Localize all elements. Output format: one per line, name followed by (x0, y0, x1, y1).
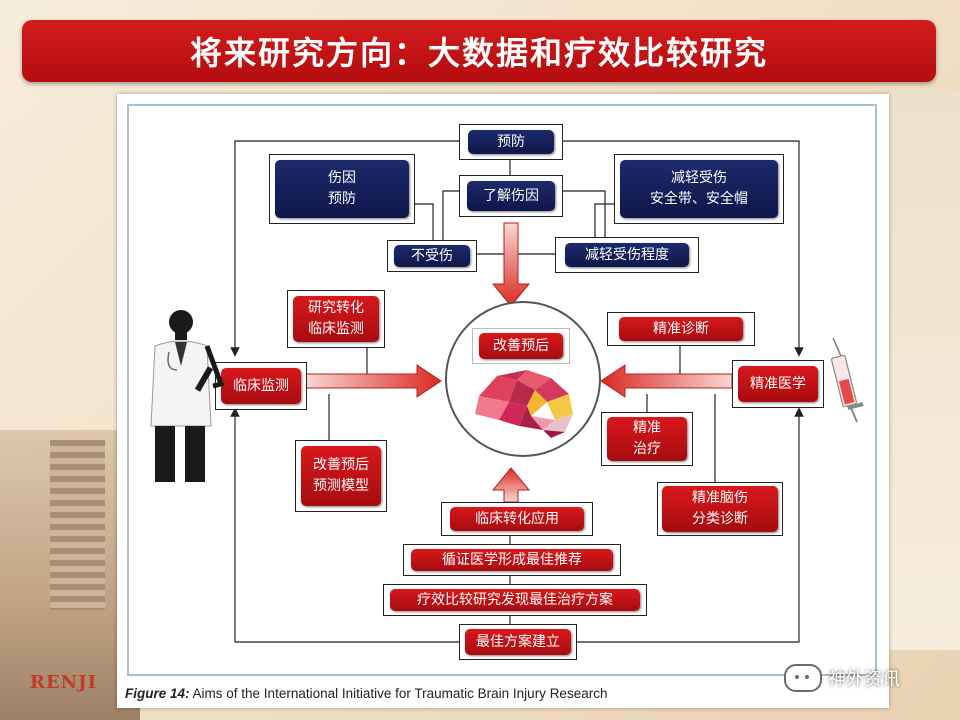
clinical-application-box: 临床转化应用 (441, 502, 593, 536)
doctor-icon (150, 310, 225, 482)
background-right-panel (880, 90, 960, 650)
figure-panel: 预防 伤因 预防 了解伤因 减轻受伤 安全带、安全帽 不受伤 减轻受伤程度 研究… (117, 94, 889, 708)
injury-cause-prevention-box: 伤因 预防 (269, 154, 415, 224)
precision-medicine-label: 精准医学 (738, 366, 818, 402)
figure-frame (127, 104, 877, 676)
prognosis-model-box: 改善预后 预测模型 (295, 440, 387, 512)
clinical-monitoring-box: 临床监测 (215, 362, 307, 410)
comparative-effectiveness-box: 疗效比较研究发现最佳治疗方案 (383, 584, 647, 616)
renji-logo-text: RENJI (30, 672, 98, 693)
improve-outcome-box: 改善预后 (472, 328, 570, 364)
injury-cause-line2: 预防 (328, 191, 356, 207)
evidence-based-label: 循证医学形成最佳推荐 (411, 549, 613, 571)
precision-diagnosis-box: 精准诊断 (607, 312, 755, 346)
prevention-label: 预防 (468, 130, 554, 154)
prognosis-model-line2: 预测模型 (313, 478, 369, 494)
precision-diagnosis-label: 精准诊断 (619, 317, 743, 341)
tbi-classification-box: 精准脑伤 分类诊断 (657, 482, 783, 536)
precision-treatment-label: 精准 治疗 (607, 417, 687, 461)
clinical-application-label: 临床转化应用 (450, 507, 584, 531)
slide-title: 将来研究方向：大数据和疗效比较研究 (189, 34, 768, 72)
research-translation-label: 研究转化 临床监测 (293, 296, 379, 342)
syringe-icon (830, 337, 864, 423)
brain-icon (475, 370, 573, 438)
reduce-severity-box: 减轻受伤程度 (555, 237, 699, 273)
research-translation-line1: 研究转化 (308, 300, 364, 316)
tbi-classification-line2: 分类诊断 (692, 511, 748, 527)
tbi-classification-label: 精准脑伤 分类诊断 (662, 486, 778, 532)
injury-cause-line1: 伤因 (328, 170, 356, 186)
best-plan-box: 最佳方案建立 (459, 624, 577, 660)
comparative-effectiveness-label: 疗效比较研究发现最佳治疗方案 (390, 589, 640, 611)
caption-text: Aims of the International Initiative for… (192, 686, 608, 701)
caption-label: Figure 14: (125, 686, 190, 701)
research-translation-line2: 临床监测 (308, 321, 364, 337)
prevention-box: 预防 (459, 124, 563, 160)
injury-cause-prevention-label: 伤因 预防 (275, 160, 409, 218)
evidence-based-box: 循证医学形成最佳推荐 (403, 544, 621, 576)
not-injured-label: 不受伤 (394, 245, 470, 267)
prognosis-model-line1: 改善预后 (313, 457, 369, 473)
reduce-injury-line2: 安全带、安全帽 (650, 191, 748, 207)
tbi-classification-line1: 精准脑伤 (692, 490, 748, 506)
understand-cause-box: 了解伤因 (459, 175, 563, 217)
best-plan-label: 最佳方案建立 (465, 629, 571, 655)
precision-medicine-box: 精准医学 (732, 360, 824, 408)
wechat-icon (784, 664, 822, 692)
figure-caption: Figure 14: Aims of the International Ini… (125, 686, 607, 701)
prognosis-model-label: 改善预后 预测模型 (301, 446, 381, 506)
background-building (0, 430, 140, 720)
watermark-text: 神外资讯 (828, 669, 900, 690)
reduce-severity-label: 减轻受伤程度 (565, 243, 689, 267)
precision-treatment-line2: 治疗 (633, 441, 661, 457)
research-translation-box: 研究转化 临床监测 (287, 290, 385, 348)
understand-cause-label: 了解伤因 (467, 181, 555, 211)
connector-lines (230, 140, 804, 643)
improve-outcome-label: 改善预后 (479, 333, 563, 359)
reduce-injury-box: 减轻受伤 安全带、安全帽 (614, 154, 784, 224)
reduce-injury-label: 减轻受伤 安全带、安全帽 (620, 160, 778, 218)
slide-title-bar: 将来研究方向：大数据和疗效比较研究 (22, 20, 936, 82)
precision-treatment-line1: 精准 (633, 420, 661, 436)
clinical-monitoring-label: 临床监测 (221, 368, 301, 404)
reduce-injury-line1: 减轻受伤 (671, 170, 727, 186)
not-injured-box: 不受伤 (387, 240, 477, 272)
precision-treatment-box: 精准 治疗 (601, 412, 693, 466)
watermark: 神外资讯 (784, 664, 900, 692)
